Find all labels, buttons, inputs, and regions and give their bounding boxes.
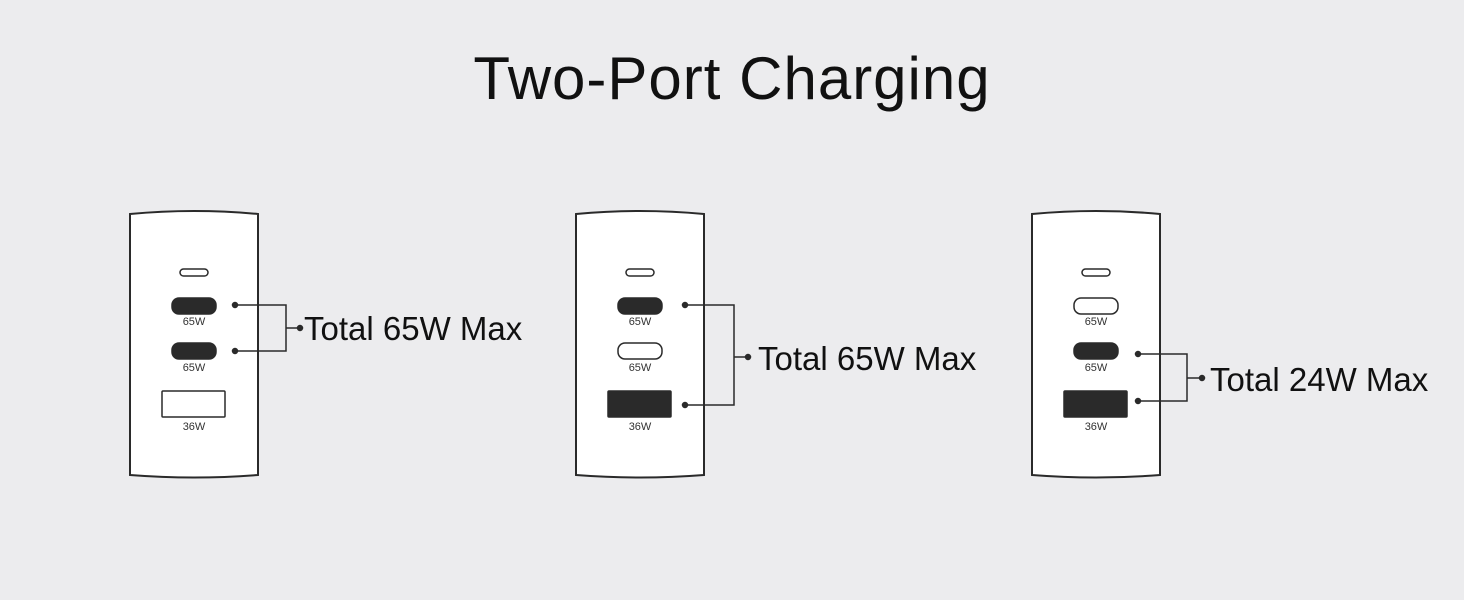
bracket-connector <box>1134 350 1206 405</box>
port-2-label: 65W <box>183 316 206 328</box>
port-4 <box>161 390 226 418</box>
port-4-label: 36W <box>629 421 652 433</box>
charger-config-3: 65W 65W 36W Total 24W Max <box>1031 210 1429 479</box>
port-2-label: 65W <box>1085 316 1108 328</box>
port-3 <box>1073 342 1119 360</box>
port-2 <box>617 297 663 315</box>
port-3 <box>617 342 663 360</box>
total-label: Total 65W Max <box>304 310 523 347</box>
port-3-label: 65W <box>183 362 206 374</box>
charger-config-2: 65W 65W 36W Total 65W Max <box>575 210 977 479</box>
port-3-label: 65W <box>1085 362 1108 374</box>
total-label: Total 24W Max <box>1210 361 1429 398</box>
port-4 <box>1063 390 1128 418</box>
charger-config-1: 65W 65W 36W Total 65W Max <box>129 210 523 479</box>
port-4-label: 36W <box>1085 421 1108 433</box>
port-2 <box>171 297 217 315</box>
bracket-connector <box>231 301 304 355</box>
port-1 <box>179 268 209 277</box>
port-2 <box>1073 297 1119 315</box>
port-3 <box>171 342 217 360</box>
port-4 <box>607 390 672 418</box>
port-4-label: 36W <box>183 421 206 433</box>
bracket-connector <box>681 301 752 409</box>
total-label: Total 65W Max <box>758 340 977 377</box>
port-1 <box>1081 268 1111 277</box>
port-3-label: 65W <box>629 362 652 374</box>
page-title: Two-Port Charging <box>473 45 991 112</box>
port-1 <box>625 268 655 277</box>
port-2-label: 65W <box>629 316 652 328</box>
